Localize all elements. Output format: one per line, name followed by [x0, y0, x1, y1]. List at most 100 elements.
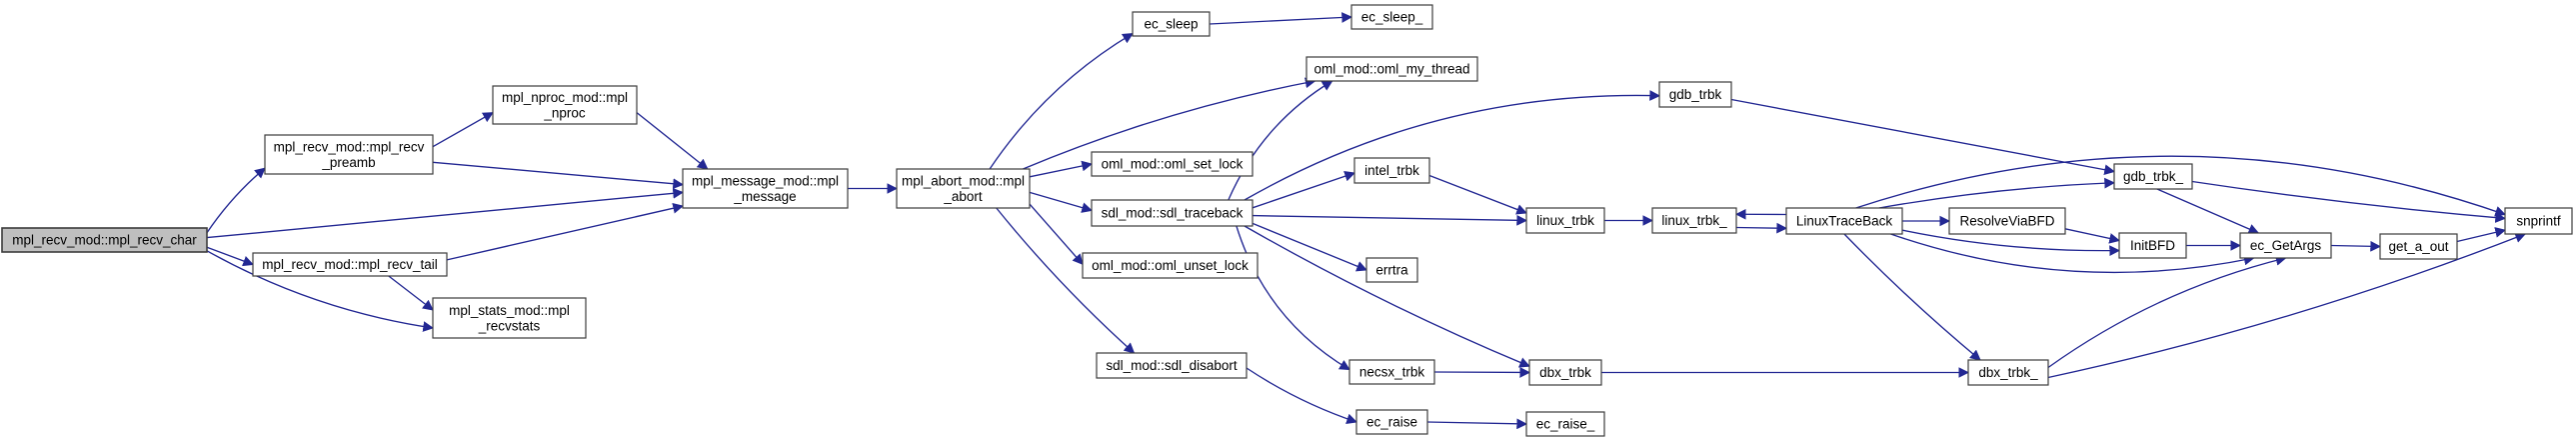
graph-node-mpl_recv_preamb[interactable]: mpl_recv_mod::mpl_recv_preamb — [264, 134, 434, 175]
graph-node-box-mpl_recv_preamb[interactable] — [264, 134, 434, 175]
graph-node-LinuxTraceBack[interactable]: LinuxTraceBack — [1785, 207, 1903, 235]
graph-edge-gdb_trbk--gdb_trbk_ — [1730, 98, 2116, 176]
graph-node-intel_trbk[interactable]: intel_trbk — [1353, 157, 1430, 184]
graph-edge-sdl_traceback--oml_my_thread — [1228, 80, 1333, 201]
graph-edge-ec_raise--ec_raise_ — [1426, 418, 1528, 430]
graph-node-box-ec_raise[interactable] — [1355, 409, 1428, 435]
graph-node-box-dbx_trbk[interactable] — [1528, 359, 1602, 386]
graph-node-box-oml_my_thread[interactable] — [1305, 56, 1478, 82]
graph-node-sdl_traceback[interactable]: sdl_mod::sdl_traceback — [1091, 199, 1254, 227]
graph-node-box-mpl_message[interactable] — [682, 168, 849, 209]
graph-edge-LinuxTraceBack--snprintf — [1855, 155, 2507, 217]
graph-node-gdb_trbk_[interactable]: gdb_trbk_ — [2113, 163, 2193, 190]
graph-node-oml_unset_lock[interactable]: oml_mod::oml_unset_lock — [1082, 252, 1259, 279]
graph-node-sdl_disabort[interactable]: sdl_mod::sdl_disabort — [1096, 352, 1248, 379]
graph-node-ec_raise_[interactable]: ec_raise_ — [1525, 411, 1605, 437]
graph-node-errtra[interactable]: errtra — [1365, 257, 1418, 283]
graph-node-snprintf[interactable]: snprintf — [2504, 207, 2573, 235]
graph-edge-necsx_trbk--dbx_trbk — [1433, 367, 1531, 378]
graph-node-linux_trbk[interactable]: linux_trbk — [1525, 207, 1605, 234]
graph-node-necsx_trbk[interactable]: necsx_trbk — [1348, 359, 1435, 385]
graph-node-box-errtra[interactable] — [1365, 257, 1418, 283]
graph-node-box-gdb_trbk_[interactable] — [2113, 163, 2193, 190]
graph-edge-sdl_traceback--gdb_trbk — [1244, 90, 1661, 201]
graph-node-ec_sleep_[interactable]: ec_sleep_ — [1350, 4, 1433, 30]
graph-edge-sdl_traceback--necsx_trbk — [1236, 225, 1350, 371]
graph-edge-gdb_trbk_--snprintf — [2191, 180, 2507, 223]
graph-node-box-ec_GetArgs[interactable] — [2239, 232, 2332, 259]
graph-edge-mpl_abort--sdl_disabort — [996, 207, 1136, 354]
graph-edge-ec_GetArgs--get_a_out — [2330, 240, 2382, 252]
graph-node-box-mpl_recv_char — [1, 227, 208, 253]
graph-node-mpl_abort[interactable]: mpl_abort_mod::mpl_abort — [896, 168, 1031, 209]
graph-edge-mpl_recv_tail--mpl_message — [446, 202, 685, 261]
graph-edge-linux_trbk_--LinuxTraceBack — [1735, 222, 1788, 234]
graph-node-ResolveViaBFD[interactable]: ResolveViaBFD — [1948, 207, 2066, 235]
graph-node-box-oml_unset_lock[interactable] — [1082, 252, 1259, 279]
graph-node-box-snprintf[interactable] — [2504, 207, 2573, 235]
graph-edge-mpl_recv_tail--mpl_recvstats — [388, 275, 434, 311]
graph-node-get_a_out[interactable]: get_a_out — [2379, 233, 2458, 260]
graph-node-box-gdb_trbk[interactable] — [1658, 81, 1732, 108]
graph-edge-mpl_recv_char--mpl_recv_preamb — [206, 167, 266, 234]
graph-node-ec_sleep[interactable]: ec_sleep — [1132, 11, 1211, 37]
graph-node-box-oml_set_lock[interactable] — [1091, 151, 1254, 177]
graph-node-oml_set_lock[interactable]: oml_mod::oml_set_lock — [1091, 151, 1254, 177]
graph-node-mpl_recv_char: mpl_recv_mod::mpl_recv_char — [1, 227, 208, 253]
graph-node-box-mpl_nproc[interactable] — [492, 85, 638, 125]
graph-node-box-necsx_trbk[interactable] — [1348, 359, 1435, 385]
graph-node-box-InitBFD[interactable] — [2118, 232, 2187, 259]
graph-node-box-mpl_recv_tail[interactable] — [252, 252, 448, 277]
graph-edge-mpl_nproc--mpl_message — [636, 112, 709, 170]
graph-edge-gdb_trbk_--ec_GetArgs — [2156, 188, 2260, 235]
graph-edge-mpl_abort--oml_set_lock — [1029, 160, 1094, 178]
graph-node-box-sdl_traceback[interactable] — [1091, 199, 1254, 227]
graph-node-linux_trbk_[interactable]: linux_trbk_ — [1651, 207, 1737, 234]
graph-edge-dbx_trbk_--ec_GetArgs — [2047, 255, 2287, 369]
graph-node-box-ec_raise_[interactable] — [1525, 411, 1605, 437]
graph-edge-get_a_out--snprintf — [2456, 227, 2507, 243]
graph-edge-mpl_abort--sdl_traceback — [1029, 191, 1094, 213]
graph-node-box-linux_trbk[interactable] — [1525, 207, 1605, 234]
graph-edge-LinuxTraceBack--ec_GetArgs — [1890, 233, 2255, 274]
graph-node-mpl_nproc[interactable]: mpl_nproc_mod::mpl_nproc — [492, 85, 638, 125]
graph-edge-mpl_recv_char--mpl_message — [206, 187, 685, 239]
graph-node-box-ec_sleep_[interactable] — [1350, 4, 1433, 30]
graph-edge-dbx_trbk_--snprintf — [2047, 232, 2527, 379]
graph-edge-mpl_recv_preamb--mpl_message — [432, 161, 685, 190]
graph-node-box-dbx_trbk_[interactable] — [1967, 359, 2049, 386]
graph-edge-sdl_traceback--intel_trbk — [1252, 171, 1356, 209]
graph-edge-sdl_disabort--ec_raise — [1246, 367, 1358, 424]
graph-node-box-linux_trbk_[interactable] — [1651, 207, 1737, 234]
graph-edge-mpl_recv_char--mpl_recvstats — [206, 250, 435, 332]
graph-edge-mpl_abort--oml_unset_lock — [1029, 203, 1084, 266]
graph-node-box-mpl_recvstats[interactable] — [432, 297, 587, 339]
graph-node-mpl_recv_tail[interactable]: mpl_recv_mod::mpl_recv_tail — [252, 252, 448, 277]
graph-node-box-ec_sleep[interactable] — [1132, 11, 1211, 37]
graph-node-box-get_a_out[interactable] — [2379, 233, 2458, 260]
graph-edge-LinuxTraceBack--dbx_trbk_ — [1843, 233, 1981, 361]
graph-node-dbx_trbk_[interactable]: dbx_trbk_ — [1967, 359, 2049, 386]
graph-edge-mpl_recv_char--mpl_recv_tail — [206, 246, 255, 267]
graph-node-box-sdl_disabort[interactable] — [1096, 352, 1248, 379]
graph-node-mpl_message[interactable]: mpl_message_mod::mpl_message — [682, 168, 849, 209]
graph-node-box-LinuxTraceBack[interactable] — [1785, 207, 1903, 235]
graph-node-dbx_trbk[interactable]: dbx_trbk — [1528, 359, 1602, 386]
graph-node-box-ResolveViaBFD[interactable] — [1948, 207, 2066, 235]
graph-edge-sdl_traceback--errtra — [1252, 222, 1367, 272]
graph-node-ec_GetArgs[interactable]: ec_GetArgs — [2239, 232, 2332, 259]
graph-node-box-intel_trbk[interactable] — [1353, 157, 1430, 184]
graph-node-gdb_trbk[interactable]: gdb_trbk — [1658, 81, 1732, 108]
graph-node-box-mpl_abort[interactable] — [896, 168, 1031, 209]
graph-edge-mpl_abort--oml_my_thread — [1023, 77, 1316, 170]
graph-node-mpl_recvstats[interactable]: mpl_stats_mod::mpl_recvstats — [432, 297, 587, 339]
graph-node-oml_my_thread[interactable]: oml_mod::oml_my_thread — [1305, 56, 1478, 82]
graph-node-ec_raise[interactable]: ec_raise — [1355, 409, 1428, 435]
graph-edge-LinuxTraceBack--InitBFD — [1901, 229, 2121, 257]
graph-node-InitBFD[interactable]: InitBFD — [2118, 232, 2187, 259]
graph-edge-sdl_traceback--dbx_trbk — [1244, 225, 1530, 368]
graph-edge-ResolveViaBFD--InitBFD — [2064, 228, 2121, 244]
graph-edge-ec_sleep--ec_sleep_ — [1209, 12, 1353, 25]
